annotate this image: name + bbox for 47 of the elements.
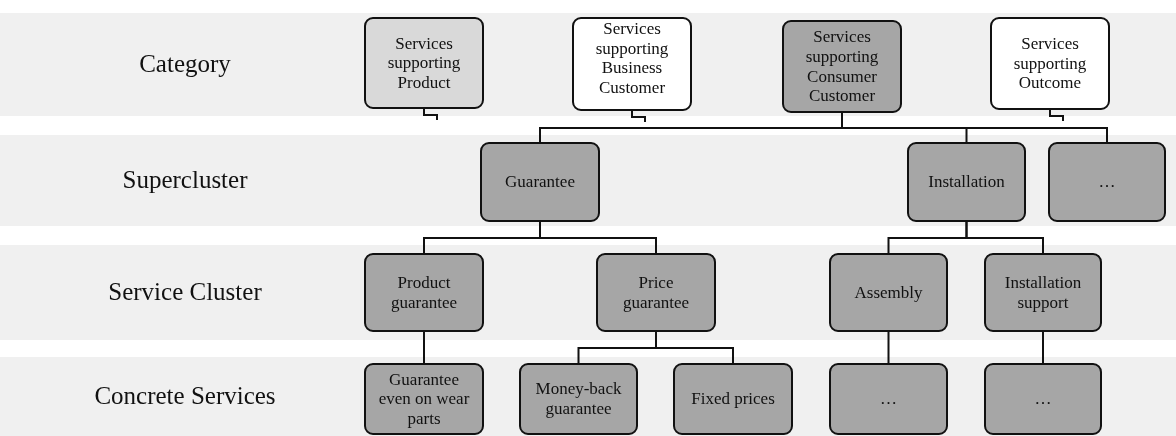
box-label: … <box>880 389 897 409</box>
connector-line <box>965 221 1044 254</box>
box-label: Services supporting Product <box>386 33 462 93</box>
cluster-box <box>984 363 1102 435</box>
cluster-box <box>829 363 948 435</box>
row-band <box>0 245 1176 340</box>
row-band <box>0 135 1176 226</box>
box-label: Fixed prices <box>691 389 775 409</box>
cluster-box <box>519 363 638 435</box>
box-label: Services supporting Business Customer <box>594 19 670 98</box>
row-label: Category <box>138 49 232 78</box>
box-label: Assembly <box>854 282 923 303</box>
cluster-box <box>480 142 600 222</box>
connector-line <box>887 331 890 364</box>
box-label: Guarantee even on wear parts <box>377 369 471 429</box>
cluster-box <box>364 17 484 109</box>
row-label: Concrete Services <box>93 381 277 410</box>
box-label: Services supporting Consumer Customer <box>804 27 880 106</box>
box-label: Price guarantee <box>621 272 691 313</box>
cluster-box <box>572 17 692 111</box>
cluster-box <box>364 363 484 435</box>
row-label: Supercluster <box>121 165 249 194</box>
box-label: … <box>1034 389 1052 409</box>
cluster-box <box>782 20 902 113</box>
box-label: Installation <box>928 172 1005 192</box>
stub-line <box>423 108 438 121</box>
box-label: Money-back guarantee <box>534 379 623 419</box>
row-band <box>0 13 1176 116</box>
row-label: Service Cluster <box>107 277 263 306</box>
cluster-box <box>364 253 484 332</box>
box-label: Product guarantee <box>389 272 459 313</box>
box-label: Services supporting Outcome <box>1012 34 1088 93</box>
box-label: … <box>1098 172 1116 192</box>
cluster-box <box>596 253 716 332</box>
cluster-box <box>990 17 1110 110</box>
box-label: Installation support <box>1003 272 1083 313</box>
connector-line <box>423 331 425 364</box>
cluster-box <box>673 363 793 435</box>
row-band <box>0 357 1176 436</box>
cluster-box <box>1048 142 1166 222</box>
box-label: Guarantee <box>505 172 575 192</box>
stub-line <box>1049 109 1064 122</box>
stub-line <box>631 110 646 123</box>
cluster-box <box>907 142 1026 222</box>
cluster-box <box>984 253 1102 332</box>
cluster-box <box>829 253 948 332</box>
connector-line <box>1042 331 1044 364</box>
